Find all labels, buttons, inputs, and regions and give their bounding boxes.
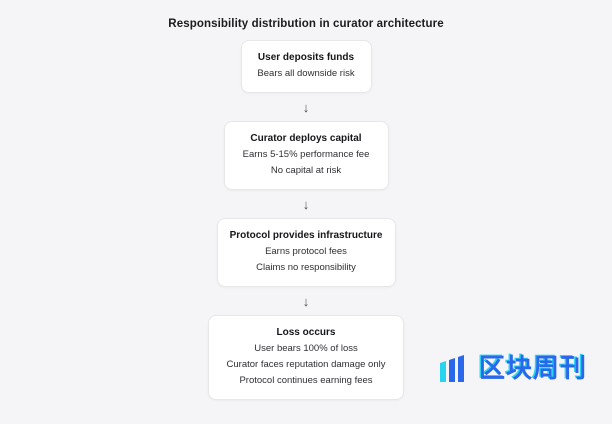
flow-node-user-deposits-funds[interactable]: User deposits funds Bears all downside r… bbox=[240, 40, 372, 93]
flow-node-detail: Earns protocol fees bbox=[265, 246, 347, 257]
flow-node-detail: User bears 100% of loss bbox=[254, 343, 358, 354]
flow-node-detail: Bears all downside risk bbox=[257, 68, 355, 79]
flow-node-detail: Claims no responsibility bbox=[256, 262, 356, 273]
flow-node-detail: No capital at risk bbox=[270, 165, 342, 176]
page-title: Responsibility distribution in curator a… bbox=[168, 18, 444, 30]
three-bars-logo-icon bbox=[440, 355, 464, 382]
watermark-text: 区块周刊 bbox=[479, 354, 588, 384]
flow-chain: User deposits funds Bears all downside r… bbox=[0, 40, 612, 400]
flow-node-loss-occurs[interactable]: Loss occurs User bears 100% of loss Cura… bbox=[208, 315, 404, 400]
flow-node-curator-deploys-capital[interactable]: Curator deploys capital Earns 5-15% perf… bbox=[223, 121, 389, 190]
arrow-down-icon-1: ↓ bbox=[302, 99, 310, 115]
flow-node-title: Curator deploys capital bbox=[250, 133, 362, 144]
flow-node-protocol-provides-infrastructure[interactable]: Protocol provides infrastructure Earns p… bbox=[216, 218, 396, 287]
flow-node-detail: Protocol continues earning fees bbox=[239, 375, 373, 386]
flow-node-title: Loss occurs bbox=[276, 327, 336, 338]
arrow-down-icon-3: ↓ bbox=[302, 293, 310, 309]
flow-node-detail: Curator faces reputation damage only bbox=[226, 359, 386, 370]
flow-node-title: User deposits funds bbox=[257, 52, 355, 63]
watermark: 区块周刊 bbox=[437, 354, 587, 384]
arrow-down-icon-2: ↓ bbox=[302, 196, 310, 212]
flow-node-detail: Earns 5-15% performance fee bbox=[242, 149, 370, 160]
flow-node-title: Protocol provides infrastructure bbox=[229, 230, 383, 241]
